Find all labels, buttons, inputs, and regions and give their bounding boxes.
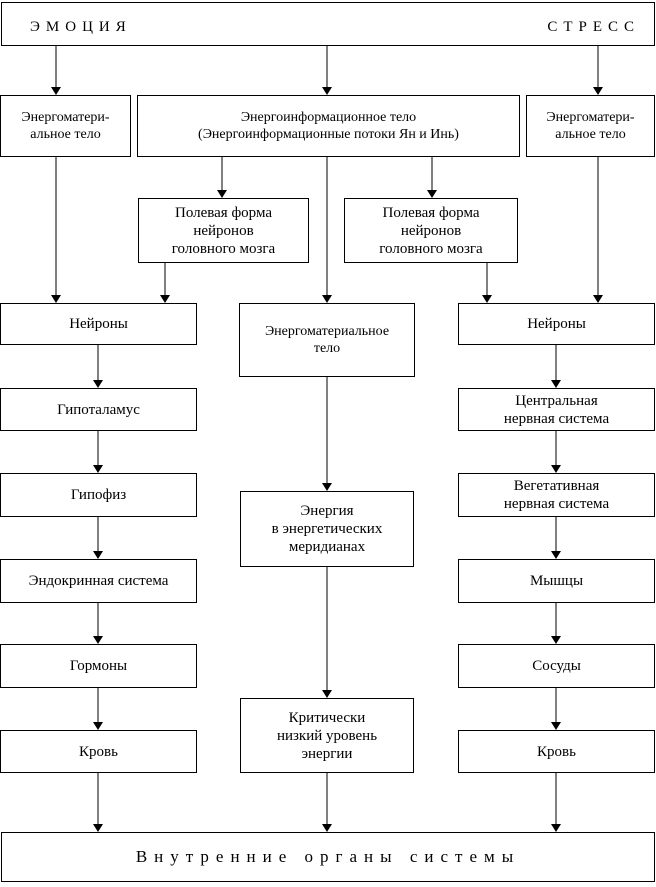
vessels-box: Сосуды [458, 644, 655, 688]
critical-energy-label: Критически низкий уровень энергии [276, 709, 378, 762]
hormones-box: Гормоны [0, 644, 197, 688]
central-nervous-system-label: Центральная нервная система [503, 392, 610, 427]
pituitary-label: Гипофиз [70, 487, 127, 503]
energomaterial-body-right-label: Энергоматери- альное тело [546, 110, 635, 142]
vessels-label: Сосуды [532, 658, 581, 674]
internal-organs-label: Внутренние органы системы [135, 847, 521, 866]
endocrine-system-label: Эндокринная система [28, 573, 169, 589]
meridian-energy-label: Энергия в энергетических меридианах [271, 503, 383, 555]
left-blood-label: Кровь [79, 743, 118, 760]
left-neurons-box: Нейроны [0, 303, 197, 345]
left-neurons-label: Нейроны [69, 316, 128, 332]
right-neurons-label: Нейроны [527, 316, 586, 332]
autonomic-nervous-system-box: Вегетативная нервная система [458, 473, 655, 517]
central-nervous-system-box: Центральная нервная система [458, 388, 655, 431]
field-form-left-label: Полевая форма нейронов головного мозга [171, 204, 276, 257]
field-form-left-box: Полевая форма нейронов головного мозга [138, 198, 309, 263]
hormones-label: Гормоны [69, 658, 128, 674]
critical-energy-box: Критически низкий уровень энергии [240, 698, 414, 773]
right-blood-label: Кровь [537, 743, 576, 760]
internal-organs-bar: Внутренние органы системы [1, 832, 655, 882]
pituitary-box: Гипофиз [0, 473, 197, 517]
hypothalamus-box: Гипоталамус [0, 388, 197, 431]
endocrine-system-box: Эндокринная система [0, 559, 197, 603]
right-neurons-box: Нейроны [458, 303, 655, 345]
energoinformational-body-box: Энергоинформационное тело (Энергоинформа… [137, 95, 520, 157]
energoinformational-body-label: Энергоинформационное тело (Энергоинформа… [198, 110, 459, 142]
hypothalamus-label: Гипоталамус [57, 401, 140, 418]
field-form-right-box: Полевая форма нейронов головного мозга [344, 198, 518, 263]
left-blood-box: Кровь [0, 730, 197, 773]
center-energomaterial-label: Энергоматериальное тело [264, 324, 390, 356]
meridian-energy-box: Энергия в энергетических меридианах [240, 491, 414, 567]
field-form-right-label: Полевая форма нейронов головного мозга [379, 204, 483, 257]
energomaterial-body-left-label: Энергоматери- альное тело [21, 110, 110, 142]
muscles-label: Мышцы [529, 573, 584, 589]
header-emotion-label: ЭМОЦИЯ [30, 19, 132, 35]
energomaterial-body-left-box: Энергоматери- альное тело [0, 95, 131, 157]
energomaterial-body-right-box: Энергоматери- альное тело [526, 95, 655, 157]
header-stress-label: СТРЕСС [547, 19, 640, 35]
header-bar: ЭМОЦИЯ СТРЕСС [1, 2, 655, 46]
muscles-box: Мышцы [458, 559, 655, 603]
autonomic-nervous-system-label: Вегетативная нервная система [503, 478, 610, 512]
right-blood-box: Кровь [458, 730, 655, 773]
center-energomaterial-box: Энергоматериальное тело [239, 303, 415, 377]
